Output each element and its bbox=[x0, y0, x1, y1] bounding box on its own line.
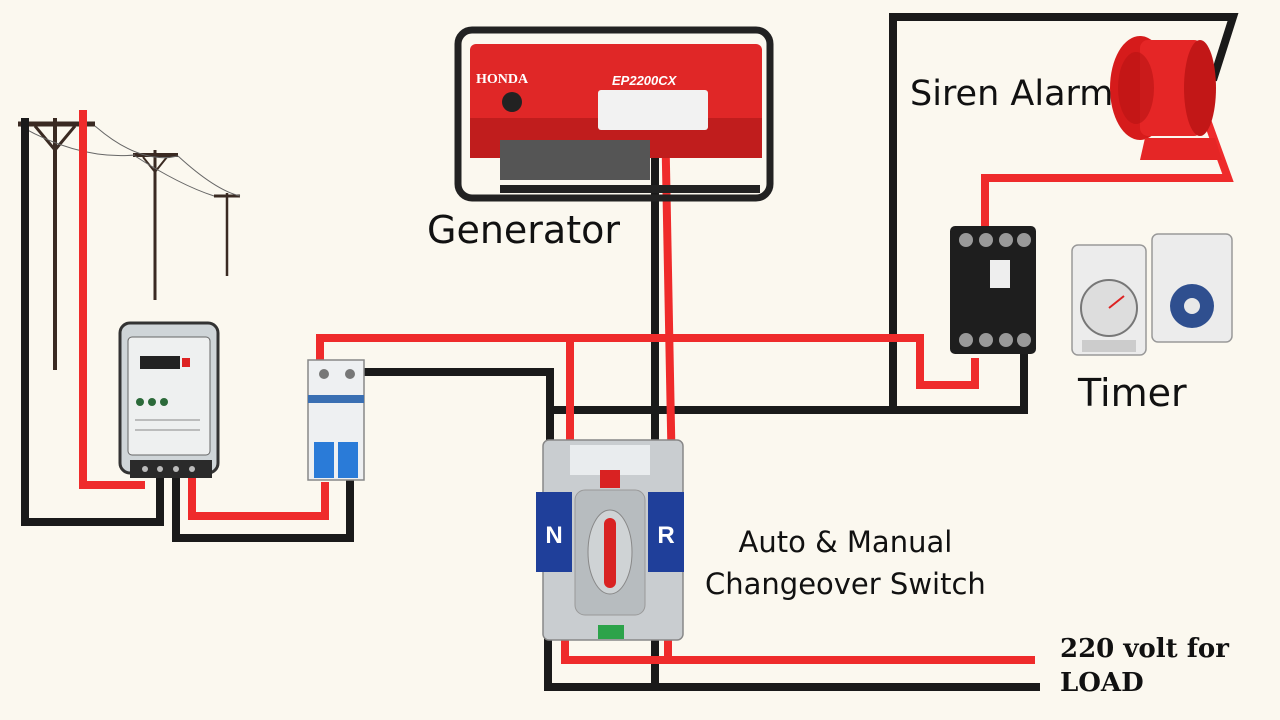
siren-alarm-label: Siren Alarm bbox=[910, 74, 1114, 114]
changeover-switch-label: Auto & Manual Changeover Switch bbox=[705, 521, 986, 605]
siren-icon bbox=[1110, 36, 1222, 160]
timer-label: Timer bbox=[1078, 371, 1187, 415]
live-wires bbox=[79, 110, 1234, 664]
relay-base-icon bbox=[950, 226, 1036, 354]
utility-pole-icon bbox=[18, 118, 241, 370]
generator-model: EP2200CX bbox=[612, 73, 678, 88]
generator-icon: HONDA EP2200CX bbox=[454, 26, 774, 202]
changeover-label-line2: Changeover Switch bbox=[705, 567, 986, 601]
load-label-line2: LOAD bbox=[1060, 668, 1144, 698]
load-label: 220 volt for LOAD bbox=[1060, 632, 1229, 700]
circuit-breaker-icon bbox=[307, 359, 365, 481]
changeover-label-line1: Auto & Manual bbox=[738, 525, 953, 559]
load-label-line1: 220 volt for bbox=[1060, 634, 1229, 664]
generator-label: Generator bbox=[427, 208, 620, 252]
ats-normal-letter: N bbox=[545, 522, 562, 549]
timer-icon bbox=[1071, 233, 1233, 356]
energy-meter-icon bbox=[118, 321, 220, 478]
ats-reserve-letter: R bbox=[657, 522, 674, 549]
generator-brand: HONDA bbox=[476, 72, 529, 87]
changeover-switch-icon: N R bbox=[536, 439, 684, 641]
